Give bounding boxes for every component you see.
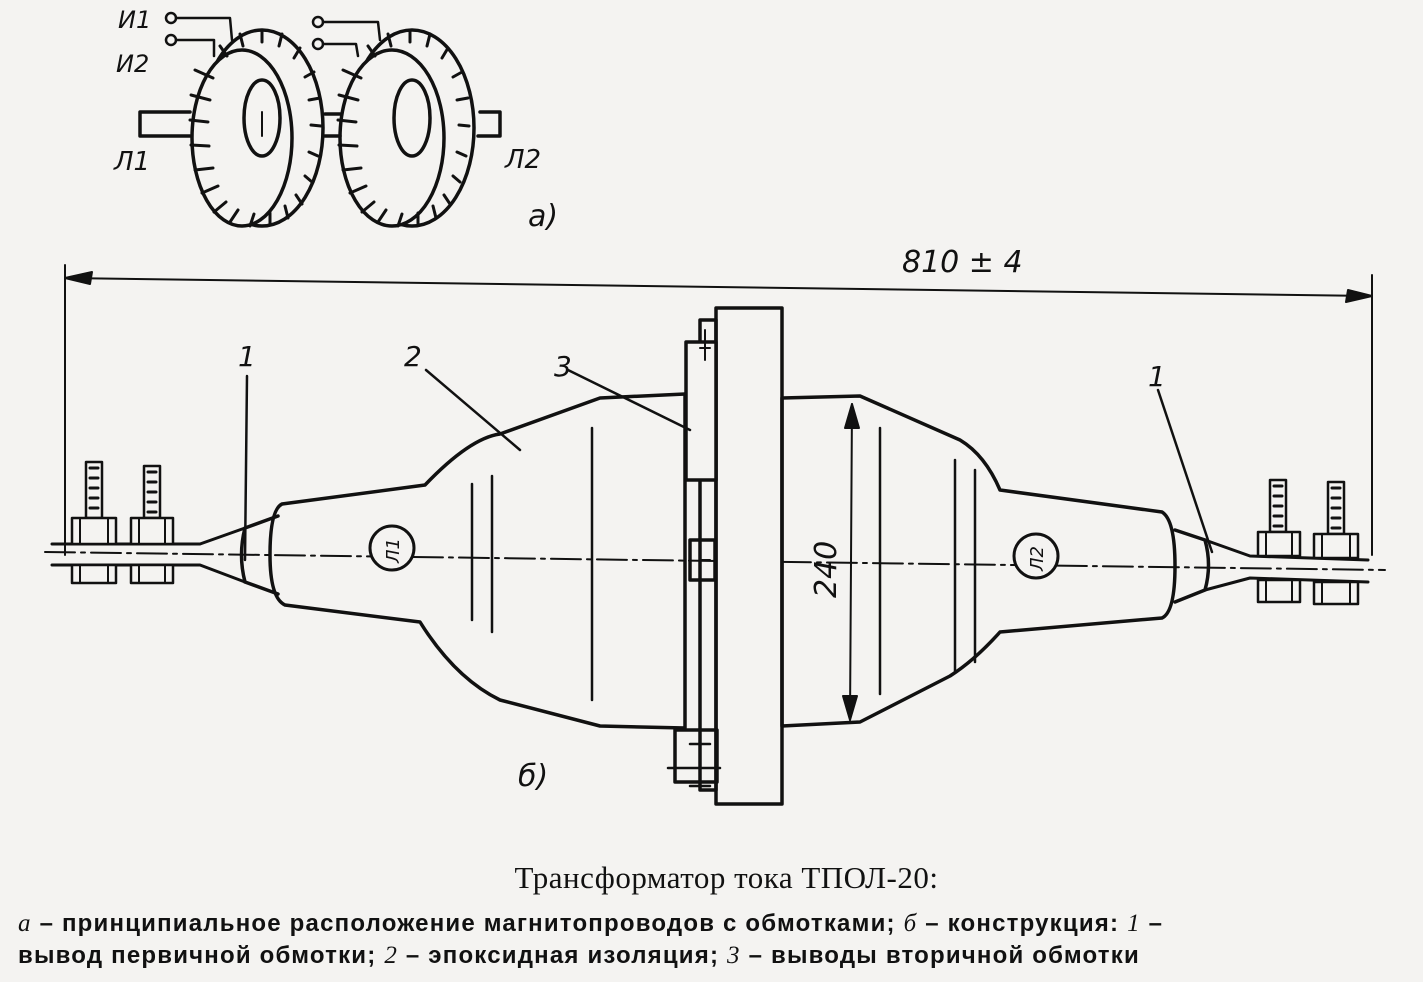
terminal-label-l2: Л2 (504, 145, 541, 175)
overall-dimension-label: 810 ± 4 (902, 245, 1023, 280)
callout-1-left: 1 (238, 340, 256, 373)
epoxy-insulation-right (780, 394, 1177, 728)
secondary-leads (164, 11, 382, 58)
primary-terminal-left (50, 460, 247, 585)
caption-num-3: 3 (727, 942, 741, 969)
fig-b-construction (44, 264, 1386, 806)
caption-text-1: вывод первичной обмотки; (18, 942, 385, 969)
epoxy-insulation-left (268, 392, 687, 730)
caption-text-a: – принципиальное расположение магнитопро… (31, 910, 904, 937)
terminal-label-l1: Л1 (113, 147, 150, 177)
end-mark-left: Л1 (383, 538, 404, 564)
terminal-label-i2: И2 (116, 50, 149, 78)
callout-2: 2 (404, 340, 422, 373)
callout-3: 3 (554, 350, 572, 383)
caption-num-2: 2 (384, 942, 399, 969)
fig-a-cores-diagram (138, 11, 502, 228)
caption-text-b: – конструкция: (917, 910, 1128, 937)
magnetic-core-1 (188, 28, 325, 228)
end-mark-right: Л2 (1027, 546, 1048, 572)
fig-b-letter: б) (518, 759, 548, 794)
terminal-label-i1: И1 (118, 6, 151, 34)
fig-a-letter: а) (528, 199, 558, 234)
caption-line-1: а – принципиальное расположение магнитоп… (0, 908, 1423, 940)
caption-title: Трансформатор тока ТПОЛ-20: (514, 860, 939, 895)
mounting-flange (666, 306, 784, 806)
caption-text-2: – эпоксидная изоляция; (398, 942, 728, 969)
magnetic-core-2 (336, 28, 476, 228)
primary-terminal-right (1203, 478, 1370, 606)
caption-letter-a: а (18, 910, 32, 937)
callout-1-right: 1 (1148, 360, 1166, 393)
caption-text-3: – выводы вторичной обмотки (740, 942, 1140, 969)
transformer-drawing: И1 И2 Л1 Л2 а) 810 ± 4 1 2 3 1 240 Л1 Л2… (44, 6, 1386, 806)
figure-caption: Трансформатор тока ТПОЛ-20: а – принципи… (0, 860, 1423, 972)
caption-letter-b: б (903, 910, 918, 937)
caption-dash: – (1140, 910, 1164, 937)
diameter-dimension-line (842, 403, 860, 721)
caption-line-2: вывод первичной обмотки; 2 – эпоксидная … (0, 940, 1423, 972)
overall-dimension-line (64, 264, 1373, 556)
caption-num-1: 1 (1127, 910, 1141, 937)
diameter-dimension-label: 240 (809, 541, 844, 598)
